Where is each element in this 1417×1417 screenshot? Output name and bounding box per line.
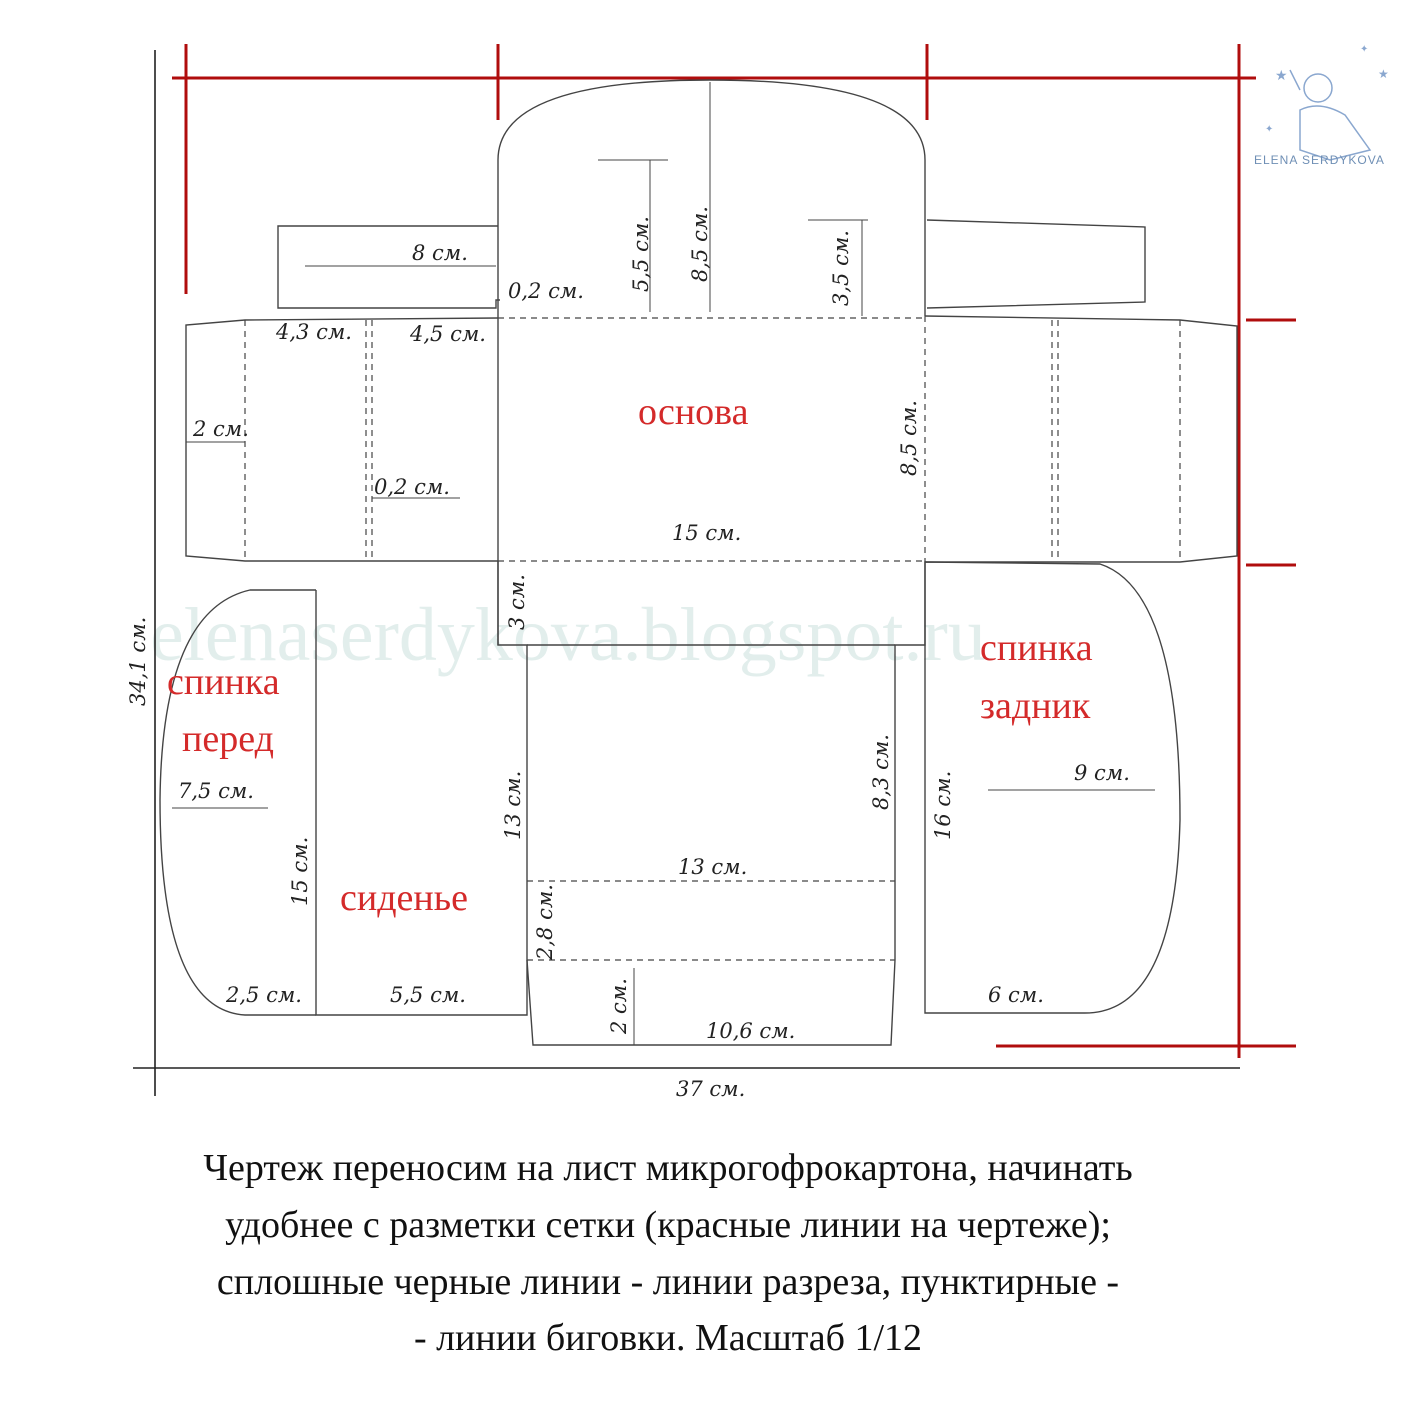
dim-341: 34,1 см.: [126, 617, 150, 706]
left-top-flap: [277, 225, 500, 309]
red-grid: [172, 44, 1296, 1058]
right-side-panel: [924, 315, 1238, 563]
dim-2-bottom: 2 см.: [607, 978, 631, 1035]
dim-15-v: 15 см.: [288, 837, 312, 906]
label-osnova: основа: [638, 391, 749, 433]
caption-line-4: - линии биговки. Масштаб 1/12: [414, 1317, 922, 1359]
svg-text:✦: ✦: [1360, 44, 1368, 55]
svg-text:✦: ✦: [1265, 124, 1273, 135]
dim-13-h: 13 см.: [678, 855, 747, 879]
dim-35: 3,5 см.: [829, 230, 853, 306]
dim-85-right: 8,5 см.: [897, 400, 921, 476]
spinka-zadnik-piece: [924, 561, 1181, 1014]
dim-3: 3 см.: [505, 574, 529, 630]
dim-13-v: 13 см.: [501, 771, 525, 840]
logo-fairy-icon: ★ ★ ✦ ✦: [1265, 44, 1389, 161]
seat-left-edge: [315, 561, 528, 1016]
dim-6: 6 см.: [988, 983, 1044, 1007]
dim-85-top: 8,5 см.: [688, 206, 712, 282]
dim-28: 2,8 см.: [533, 884, 557, 961]
dim-106: 10,6 см.: [706, 1019, 795, 1043]
dim-2-left: 2 см.: [192, 417, 249, 441]
caption-line-1: Чертеж переносим на лист микрогофрокарто…: [203, 1147, 1132, 1189]
label-sidenye: сиденье: [340, 877, 468, 919]
caption-line-3: сплошные черные линии - линии разреза, п…: [217, 1261, 1119, 1303]
dim-15: 15 см.: [672, 521, 741, 545]
watermark-text: elenaserdykova.blogspot.ru: [150, 593, 986, 677]
dim-8: 8 см.: [412, 241, 468, 265]
dim-37: 37 см.: [676, 1077, 745, 1101]
dim-43: 4,3 см.: [275, 320, 352, 344]
spinka-pered-piece: [159, 589, 316, 1016]
svg-text:★: ★: [1275, 69, 1288, 84]
caption-line-2: удобнее с разметки сетки (красные линии …: [225, 1204, 1111, 1246]
bottom-tab: [526, 959, 896, 1046]
logo-text: ELENA SERDYKOVA: [1254, 153, 1385, 167]
dim-55-bottom: 5,5 см.: [390, 983, 466, 1007]
dim-45: 4,5 см.: [409, 322, 486, 346]
right-top-flap: [926, 219, 1146, 309]
label-spinka-pered-1: спинка: [167, 661, 280, 703]
dim-9: 9 см.: [1074, 761, 1130, 785]
top-arch-tab: [497, 79, 926, 316]
left-side-panel: [185, 317, 499, 562]
dim-25: 2,5 см.: [225, 983, 302, 1007]
dim-02-top: 0,2 см.: [508, 279, 584, 303]
dim-75: 7,5 см.: [178, 779, 254, 803]
svg-text:★: ★: [1378, 67, 1389, 81]
dim-83: 8,3 см.: [869, 734, 893, 810]
dim-55-top: 5,5 см.: [629, 216, 653, 292]
label-spinka-pered-2: перед: [182, 718, 274, 760]
dim-02-mid: 0,2 см.: [374, 475, 450, 499]
label-spinka-zadnik-2: задник: [980, 685, 1091, 727]
dim-16: 16 см.: [931, 771, 955, 840]
label-spinka-zadnik-1: спинка: [980, 627, 1093, 669]
